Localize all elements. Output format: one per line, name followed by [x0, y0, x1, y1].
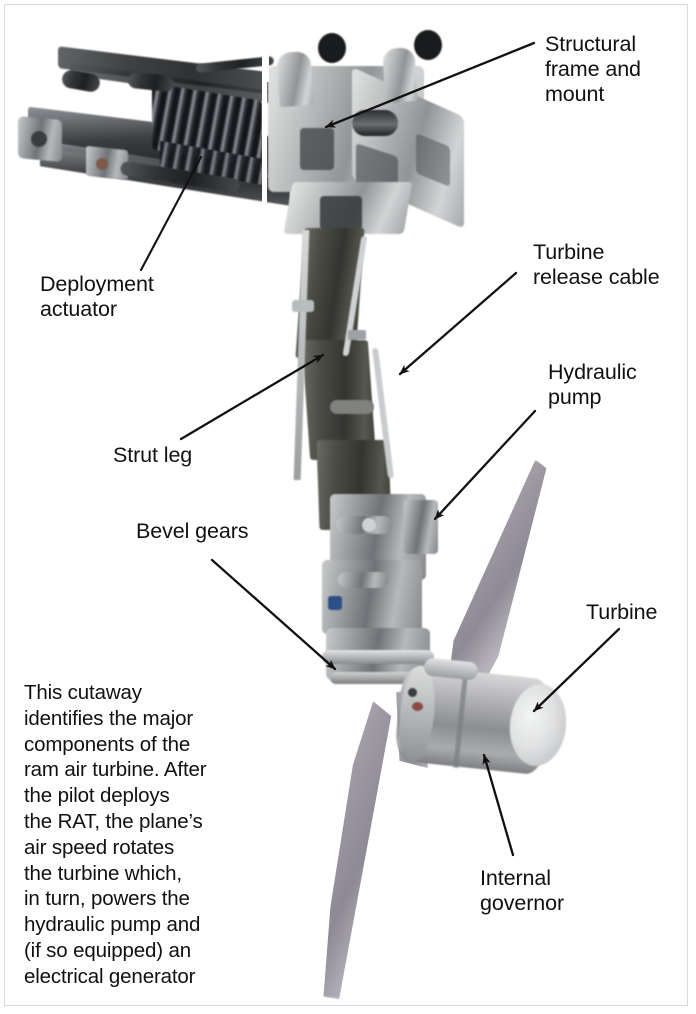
pump-side-boss [404, 500, 438, 554]
turbine-hub-ring [395, 664, 439, 764]
gearbox-body [322, 560, 422, 634]
turbine-blade-lower-left [295, 696, 413, 1004]
strut-collar-a [292, 300, 314, 312]
figure-caption: This cutaway identifies the major compon… [24, 681, 207, 988]
mount-window-c [416, 133, 450, 187]
actuator-end-bore [31, 131, 47, 147]
turbine-hub-seam [453, 675, 468, 769]
actuator-fitting-a [60, 68, 102, 94]
label-deployment-actuator: Deployment actuator [40, 272, 154, 321]
leader-turbine [532, 627, 621, 713]
mount-right-web [352, 67, 464, 229]
label-hydraulic-pump: Hydraulic pump [548, 360, 637, 409]
strut-leg-upper [295, 228, 365, 358]
actuator-upper-rail [58, 46, 283, 96]
actuator-hose [195, 55, 275, 74]
strut-left-edge [293, 230, 310, 480]
strut-leg-lower [316, 440, 392, 530]
hub-bolt-red [412, 702, 423, 711]
actuator-block [86, 145, 128, 181]
label-internal-governor: Internal governor [480, 866, 565, 915]
turbine-release-cable-lower [372, 348, 394, 478]
label-structural-frame-and-mount: Structural frame and mount [545, 32, 641, 106]
actuator-coil-spring [152, 83, 262, 167]
cutaway-seam-right [266, 22, 269, 82]
gearbox-port [328, 596, 342, 610]
actuator-coil-spring-lower [160, 140, 264, 186]
bevel-gear-housing [326, 628, 430, 680]
mount-right-ear [382, 46, 418, 104]
turbine-hub-barrel [393, 664, 553, 776]
actuator-tie-rod [70, 62, 285, 106]
pump-fitting-a [336, 516, 392, 534]
label-turbine-release-cable: Turbine release cable [533, 240, 660, 289]
hydraulic-pump-body [330, 494, 426, 580]
actuator-fitting-b [127, 71, 175, 93]
actuator-main-beam [28, 106, 278, 178]
mount-body [268, 66, 424, 192]
label-turbine: Turbine [586, 600, 658, 624]
mount-pivot-pin [352, 110, 398, 136]
bevel-gear-flange-lower [330, 672, 428, 684]
label-bevel-gears: Bevel gears [136, 519, 249, 543]
mount-left-ear [276, 50, 314, 108]
mount-window-b [356, 143, 398, 203]
cutaway-seam-left [262, 22, 267, 227]
hub-blade-root-collar [423, 657, 479, 681]
turbine-nose-cap [505, 681, 571, 769]
leader-bevel-gears [210, 558, 337, 671]
leader-strut-leg [179, 353, 325, 441]
turbine-blade-left-stub [381, 687, 444, 773]
turbine-release-cable-upper [342, 236, 368, 356]
actuator-end-lug [18, 116, 62, 162]
actuator-bolt [96, 158, 108, 170]
leader-turbine-release-cable [398, 271, 518, 376]
mount-cutout [320, 196, 362, 230]
turbine-blade-upper-right [434, 451, 571, 690]
label-strut-leg: Strut leg [113, 443, 193, 467]
leader-deployment-actuator [139, 155, 203, 272]
hub-bolt-dark [408, 688, 417, 697]
leader-hydraulic-pump [433, 409, 537, 521]
bevel-gear-flange [322, 650, 434, 664]
leader-structural-frame-and-mount [324, 41, 536, 129]
mount-window-a [300, 128, 334, 170]
actuator-lower-link [119, 160, 241, 194]
mount-right-bushing [414, 30, 442, 60]
gearbox-fitting-b [338, 572, 388, 588]
mount-left-bushing [318, 33, 346, 63]
cable-clamp-upper [348, 330, 366, 340]
actuator-lower-rail [40, 140, 290, 206]
pump-bolt-a [362, 518, 376, 532]
strut-collar-b [330, 400, 374, 414]
strut-leg-mid [301, 340, 377, 460]
mount-gusset [283, 182, 413, 234]
leader-internal-governor [482, 753, 515, 857]
